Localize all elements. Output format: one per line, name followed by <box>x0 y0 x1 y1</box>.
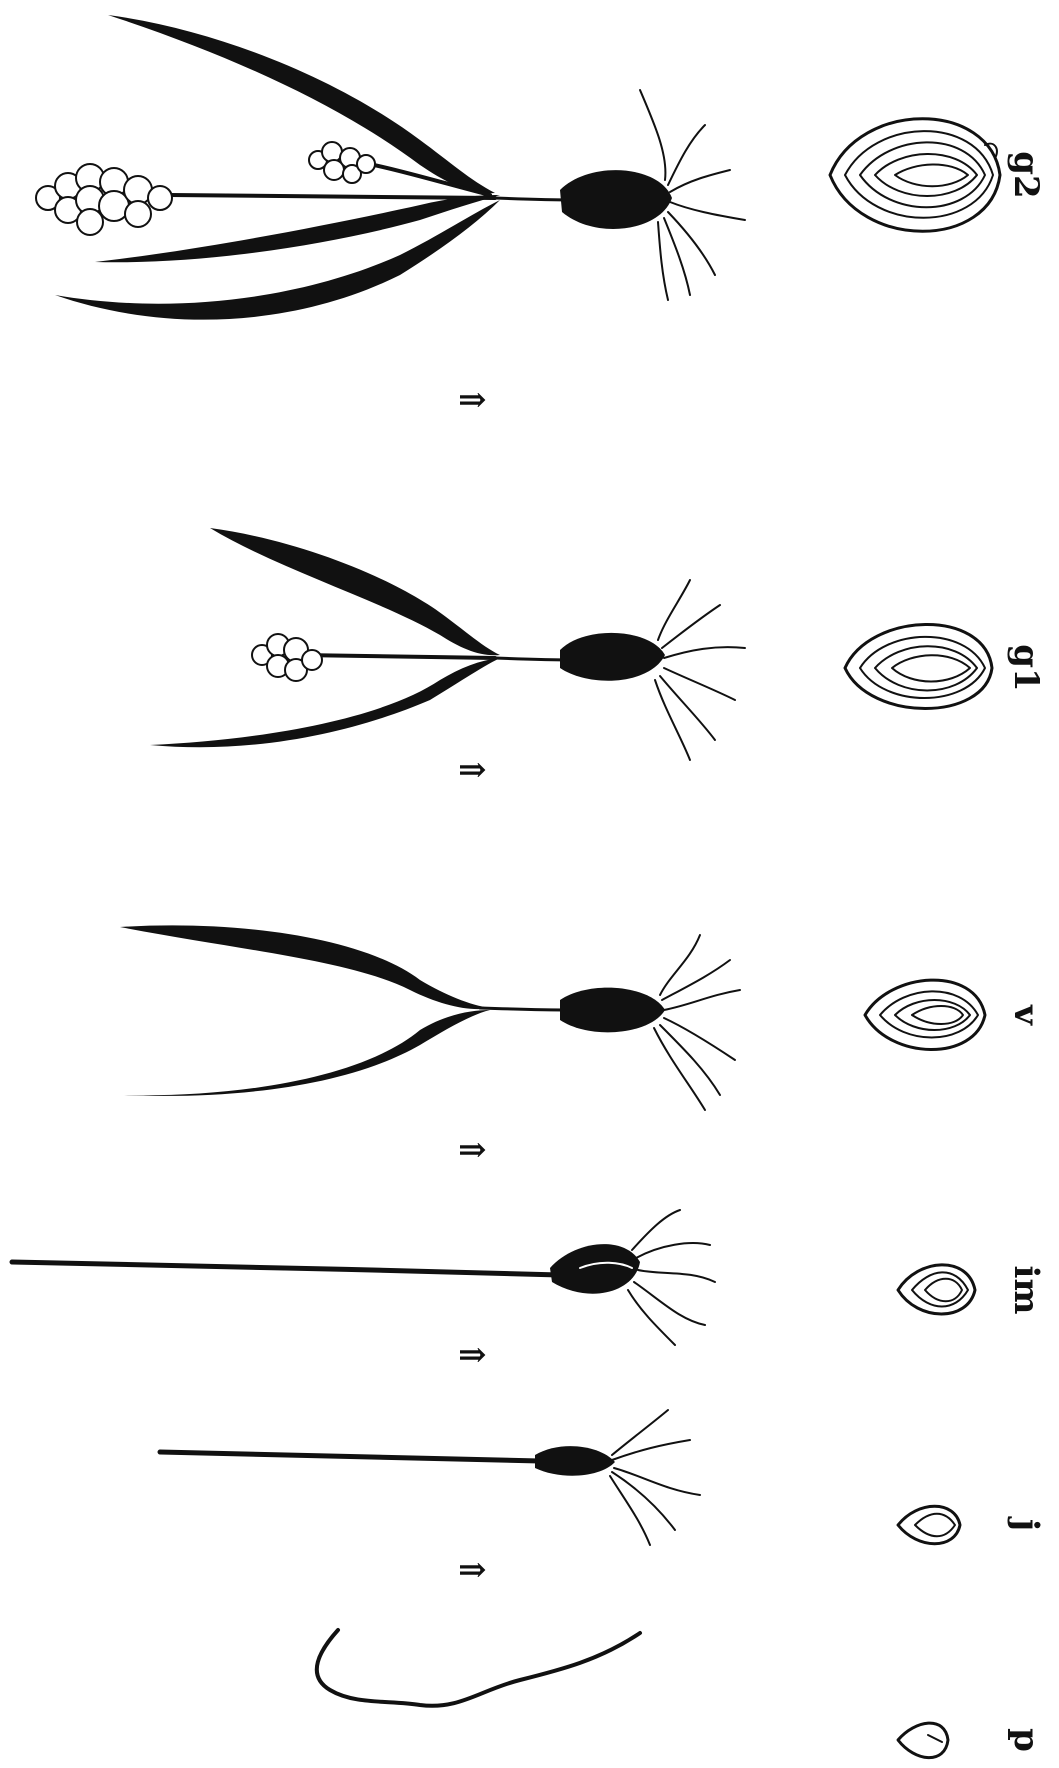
arrow-g1-to-g2: ⇑ <box>451 386 491 415</box>
bulb-v <box>560 988 665 1033</box>
label-v: v <box>1006 1004 1046 1026</box>
bulb-j <box>535 1446 615 1476</box>
leaf-g1-top <box>210 528 500 655</box>
leaf-im <box>12 1262 560 1275</box>
leaf-g2-top <box>108 15 495 193</box>
bulb-section-j <box>898 1506 960 1544</box>
stage-j <box>160 1410 960 1545</box>
label-g2: g2 <box>1006 151 1046 198</box>
seedling-p <box>317 1630 640 1706</box>
stage-p <box>317 1630 948 1758</box>
leaf-j <box>160 1452 540 1461</box>
roots-v <box>654 935 740 1110</box>
scape-g2-long <box>170 195 495 198</box>
label-g1: g1 <box>1006 644 1046 691</box>
leaf-v-top <box>120 925 490 1009</box>
roots-g1 <box>655 580 745 760</box>
arrow-p-to-j: ⇑ <box>451 1556 491 1585</box>
stage-v <box>120 925 985 1110</box>
leaf-v-bottom <box>120 1010 490 1096</box>
arrow-im-to-v: ⇑ <box>451 1136 491 1165</box>
roots-j <box>610 1410 700 1545</box>
stage-g1 <box>150 528 992 760</box>
bulb-g1 <box>560 633 665 681</box>
bulb-g2 <box>560 170 672 229</box>
transition-arrows: ⇑ ⇑ ⇑ ⇑ ⇑ <box>451 386 491 1585</box>
bulb-im <box>550 1244 640 1294</box>
label-im: im <box>1006 1266 1046 1315</box>
scape-g1 <box>300 655 495 658</box>
bulb-section-g2 <box>830 119 1000 232</box>
arrow-v-to-g1: ⇑ <box>451 756 491 785</box>
label-j: j <box>1006 1516 1046 1531</box>
raceme-g1 <box>252 634 322 681</box>
bulb-section-v <box>865 980 985 1049</box>
stage-g2 <box>36 15 1000 320</box>
stage-im <box>12 1210 975 1345</box>
raceme-g2-small <box>309 142 375 183</box>
label-p: p <box>1006 1728 1046 1752</box>
stage-labels: p j im v g1 g2 <box>1006 151 1046 1752</box>
leaf-g1-bottom <box>150 658 500 747</box>
raceme-g2-large <box>36 164 172 235</box>
arrow-j-to-im: ⇑ <box>451 1341 491 1370</box>
roots-im <box>628 1210 715 1345</box>
